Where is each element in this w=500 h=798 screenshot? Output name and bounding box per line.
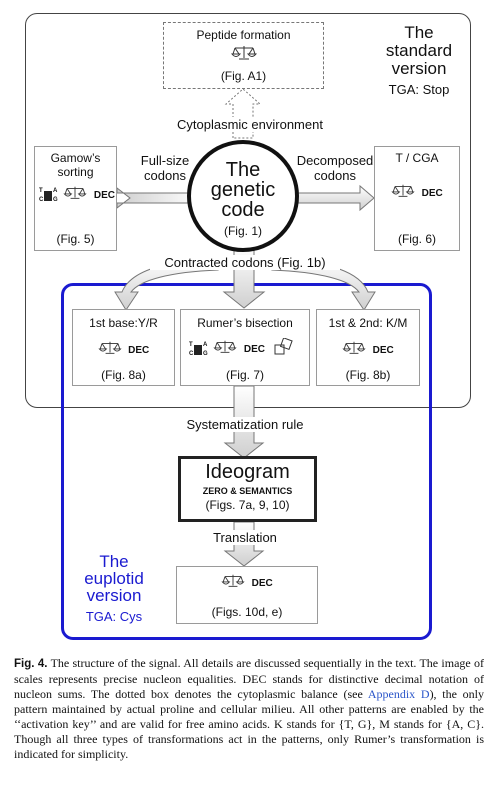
t-cga-title: T / CGA [395,151,439,165]
gamow-title-2: sorting [57,165,94,179]
rumer-dec: DEC [243,344,266,355]
ideogram-box: Ideogram ZERO & SEMANTICS (Figs. 7a, 9, … [178,456,317,522]
standard-tga: TGA: Stop [388,82,450,97]
contracted-codons-label: Contracted codons (Fig. 1b) [150,255,340,270]
km-dec: DEC [372,345,394,356]
rumer-title: Rumer’s bisection [197,316,293,330]
euplotid-title-1: The [99,552,129,571]
first-base-box: 1st base:Y/R DEC (Fig. 8a) [72,309,175,386]
peptide-fig: (Fig. A1) [220,69,267,83]
scales-icon [391,184,415,203]
km-box: 1st & 2nd: K/M DEC (Fig. 8b) [316,309,420,386]
scales-icon [221,574,245,593]
euplotid-tga: TGA: Cys [85,609,143,624]
arrow-genetic-to-tcga [289,184,375,212]
genetic-code-circle: The genetic code (Fig. 1) [187,140,299,252]
euplotid-version-label: The euplotid version TGA: Cys [74,553,154,625]
first-base-title: 1st base:Y/R [89,316,158,330]
genetic-title-2: genetic [210,179,276,201]
peptide-title: Peptide formation [196,28,291,42]
euplotid-title-2: euplotid [84,569,144,588]
caption-text-2: ), the only pattern maintained by actual… [14,687,484,761]
final-box: DEC (Figs. 10d, e) [176,566,318,624]
genetic-title-1: The [225,159,261,181]
t-cga-box: T / CGA DEC (Fig. 6) [374,146,460,251]
standard-title-2: standard [385,41,453,60]
translation-label: Translation [200,530,290,545]
standard-title-1: The [404,23,434,42]
km-title: 1st & 2nd: K/M [328,316,408,330]
gamow-title-1: Gamow’s [50,151,101,165]
gamow-fig: (Fig. 5) [56,232,95,246]
peptide-formation-box: Peptide formation (Fig. A1) [163,22,324,89]
genetic-title-3: code [221,199,265,221]
t-cga-dec: DEC [421,188,443,199]
cytoplasmic-environment-label: Cytoplasmic environment [160,117,340,132]
standard-title-3: version [391,59,447,78]
appendix-d-link[interactable]: Appendix D [367,687,430,701]
gamow-sorting-box: Gamow’s sorting T A C G DEC (Fig. 5) [34,146,117,251]
bisection-squares-icon [273,337,295,360]
systematization-rule-label: Systematization rule [175,417,315,432]
rumer-fig: (Fig. 7) [225,368,264,382]
ideogram-title: Ideogram [205,461,290,483]
first-base-dec: DEC [128,345,150,356]
figure-caption: Fig. 4. The structure of the signal. All… [14,656,484,762]
scales-icon [213,340,238,359]
rumer-bisection-box: Rumer’s bisection T A C G DEC (Fig. 7) [180,309,310,386]
ideogram-fig: (Figs. 7a, 9, 10) [205,498,290,512]
genetic-fig: (Fig. 1) [223,224,262,238]
gamow-symbols: T A C G DEC [39,185,115,206]
caption-text-1: The structure of the signal. All details… [14,656,484,701]
ideogram-subtitle: ZERO & SEMANTICS [202,486,293,496]
km-fig: (Fig. 8b) [345,368,391,382]
scales-icon [342,341,366,360]
scales-icon [98,341,122,360]
gamow-dec: DEC [93,190,116,201]
t-cga-fig: (Fig. 6) [397,232,436,246]
nucleotide-swap-icon: T A C G [189,341,208,357]
scales-icon [63,186,88,205]
standard-version-label: The standard version TGA: Stop [376,24,462,99]
final-fig: (Figs. 10d, e) [211,605,283,619]
scales-icon [164,44,323,67]
final-dec: DEC [251,578,273,589]
first-base-fig: (Fig. 8a) [101,368,146,382]
euplotid-title-3: version [86,586,142,605]
caption-label: Fig. 4. [14,658,48,670]
nucleotide-swap-icon: T A C G [39,187,58,203]
